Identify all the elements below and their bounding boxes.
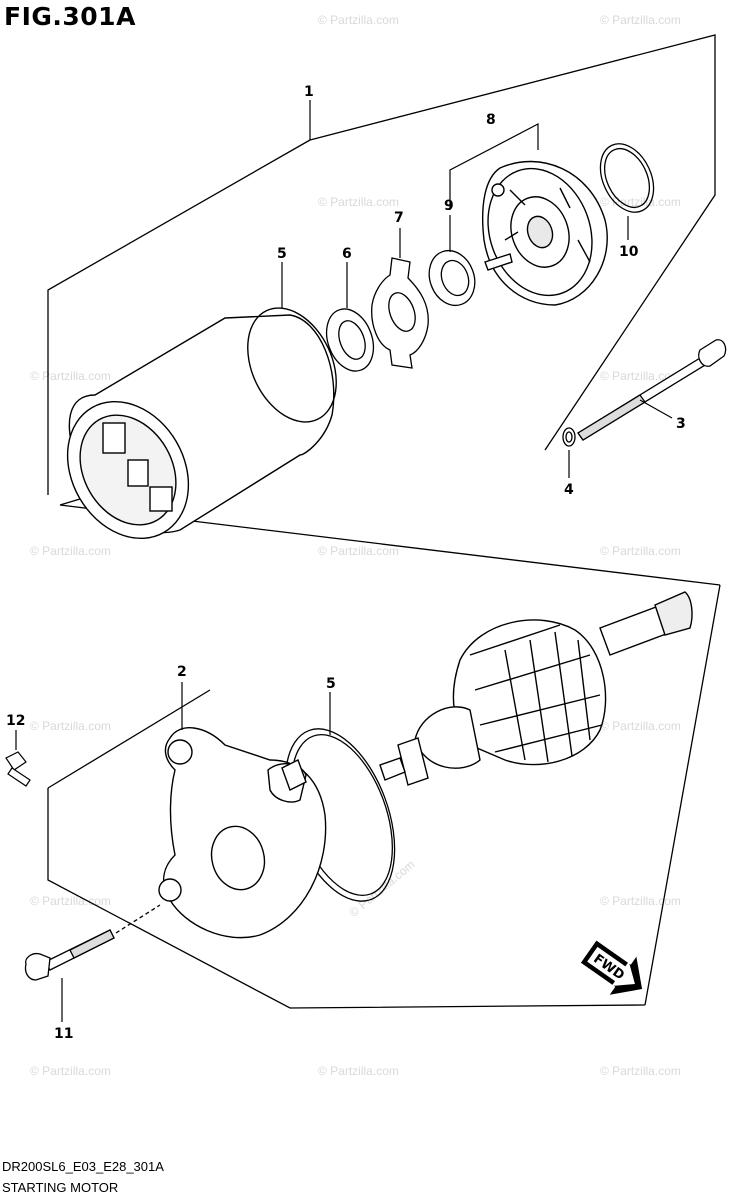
watermark: © Partzilla.com — [600, 13, 681, 27]
small-washer — [562, 427, 576, 447]
callout-2: 2 — [177, 664, 187, 680]
long-bolt — [577, 339, 727, 441]
watermark: © Partzilla.com — [600, 719, 681, 733]
fwd-arrow-icon: FWD — [580, 940, 643, 995]
callout-4: 4 — [564, 482, 574, 498]
watermark: © Partzilla.com — [600, 544, 681, 558]
callout-10: 10 — [619, 244, 639, 260]
callout-12: 12 — [6, 713, 25, 729]
bolt-lower — [24, 904, 161, 981]
watermarks: © Partzilla.com © Partzilla.com © Partzi… — [30, 13, 681, 1078]
watermark: © Partzilla.com — [600, 369, 681, 383]
end-bracket — [481, 160, 608, 306]
watermark: © Partzilla.com — [318, 1064, 399, 1078]
watermark: © Partzilla.com — [346, 857, 417, 920]
yoke-housing — [66, 307, 337, 540]
small-screw — [5, 751, 31, 787]
callout-5: 5 — [326, 676, 336, 692]
diagram-code: DR200SL6_E03_E28_301A — [2, 1159, 164, 1174]
watermark: © Partzilla.com — [318, 195, 399, 209]
callout-11: 11 — [54, 1026, 73, 1042]
figure-title: FIG.301A — [4, 2, 136, 31]
watermark: © Partzilla.com — [318, 544, 399, 558]
callouts: 1 2 3 4 5 5 6 7 8 9 10 11 12 — [6, 84, 686, 1042]
armature — [379, 591, 693, 786]
watermark: © Partzilla.com — [318, 13, 399, 27]
watermark: © Partzilla.com — [30, 544, 111, 558]
callout-3: 3 — [676, 416, 686, 432]
watermark: © Partzilla.com — [600, 195, 681, 209]
watermark: © Partzilla.com — [30, 369, 111, 383]
callout-8: 8 — [486, 112, 496, 128]
watermark: © Partzilla.com — [600, 1064, 681, 1078]
washer-part — [325, 308, 375, 372]
callout-1: 1 — [304, 84, 314, 100]
plate-part — [371, 257, 429, 369]
callout-7: 7 — [394, 210, 404, 226]
watermark: © Partzilla.com — [30, 719, 111, 733]
seal-part — [428, 249, 476, 307]
assembly-outline — [47, 34, 721, 1009]
watermark: © Partzilla.com — [600, 894, 681, 908]
o-ring-part — [599, 143, 655, 213]
watermark: © Partzilla.com — [30, 894, 111, 908]
callout-9: 9 — [444, 198, 454, 214]
diagram-name: STARTING MOTOR — [2, 1180, 119, 1195]
end-housing — [158, 727, 327, 939]
callout-5: 5 — [277, 246, 287, 262]
leader-lines — [15, 100, 673, 1022]
callout-6: 6 — [342, 246, 352, 262]
watermark: © Partzilla.com — [30, 1064, 111, 1078]
